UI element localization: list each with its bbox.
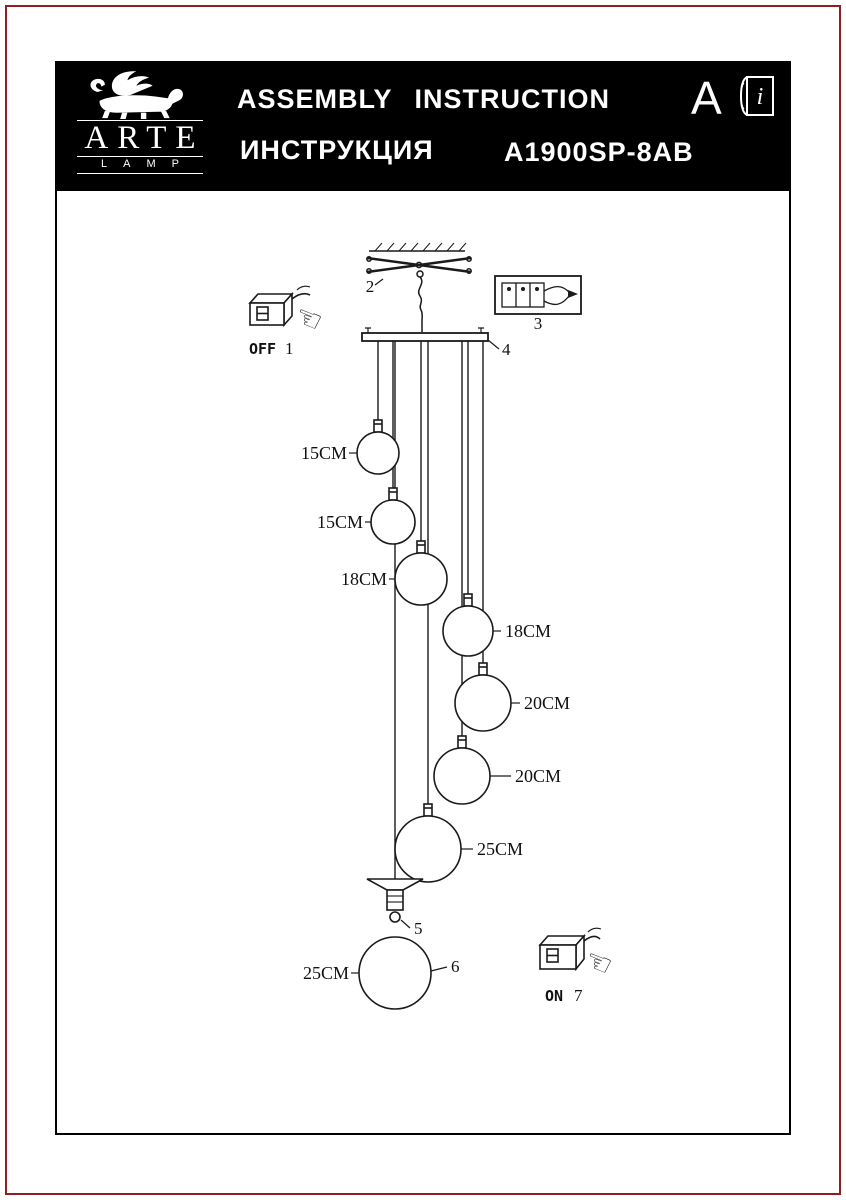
header: ARTE LAMP ASSEMBLY INSTRUCTION ИНСТРУКЦИ… (57, 63, 789, 191)
logo-divider-mid (77, 156, 203, 157)
book-info-letter: i (757, 84, 764, 110)
wiring-diagram-figure (494, 275, 582, 315)
pointing-hand-icon: ☜ (289, 298, 327, 341)
center-rod-socket (366, 878, 424, 929)
pendant-size-label: 20CM (524, 693, 570, 713)
pointing-hand-icon: ☜ (579, 942, 617, 985)
pendant-size-label: 25CM (477, 839, 523, 859)
off-label: OFF (249, 340, 276, 358)
instruction-title-ru: ИНСТРУКЦИЯ (240, 135, 434, 165)
pendant-size-label: 15CM (317, 512, 363, 532)
pendant-size-label: 18CM (505, 621, 551, 641)
logo-divider-bottom (77, 173, 203, 175)
step-number-2: 2 (366, 277, 375, 296)
step-number-6: 6 (451, 957, 460, 976)
on-label: ON (545, 987, 563, 1005)
step-number-4: 4 (502, 340, 511, 359)
pendant-globe (370, 487, 416, 545)
off-switch-figure: ☜ (248, 285, 327, 341)
pendant-globe (394, 540, 448, 606)
step-number-3: 3 (534, 314, 543, 333)
book-info-icon: i (736, 73, 778, 126)
assembly-title: ASSEMBLY INSTRUCTION (237, 84, 611, 114)
bottom-globe (351, 936, 448, 1010)
brand-name: ARTE (84, 120, 205, 156)
step-number-7: 7 (574, 986, 583, 1005)
pendant-size-label: 18CM (341, 569, 387, 589)
document-frame: ARTE LAMP ASSEMBLY INSTRUCTION ИНСТРУКЦИ… (55, 61, 791, 1135)
arte-lamp-logo: ARTE LAMP (65, 65, 215, 175)
pendant-size-label: 20CM (515, 766, 561, 786)
pendant-globe (433, 735, 491, 805)
page-border (5, 5, 841, 1195)
step-number-5: 5 (414, 919, 423, 938)
pendant-globe (442, 593, 494, 657)
winged-lion-icon (90, 71, 183, 119)
pendant-globe (394, 803, 462, 883)
brand-subname: LAMP (101, 158, 195, 170)
on-switch-figure: ☜ (538, 927, 617, 985)
step-number-1: 1 (285, 339, 294, 358)
assembly-diagram: ☜ OFF 1 2 (57, 191, 789, 1135)
ceiling-bracket-figure (366, 242, 472, 332)
pendant-size-label: 25CM (303, 963, 349, 983)
revision-letter: A (691, 72, 722, 124)
pendant-globe (454, 662, 512, 732)
pendant-size-label: 15CM (301, 443, 347, 463)
logo-divider-top (77, 120, 203, 121)
model-number: A1900SP-8AB (504, 137, 694, 167)
ceiling-canopy (361, 327, 500, 350)
